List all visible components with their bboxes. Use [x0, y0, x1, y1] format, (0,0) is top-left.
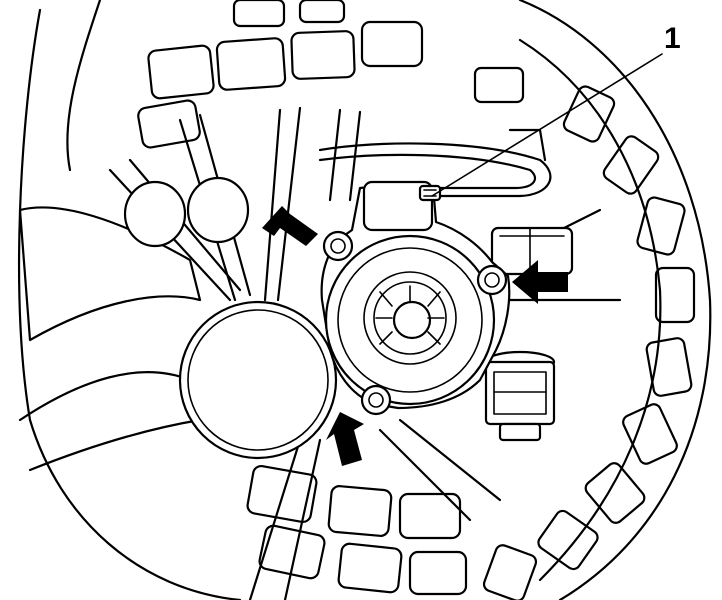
bolt-right [476, 264, 508, 296]
bolt-upper-left [322, 230, 354, 262]
callout-leader-1 [431, 53, 663, 197]
wire-loop [318, 142, 552, 198]
arrow-upper-left [262, 206, 318, 246]
housing-right-rim-inner [518, 38, 662, 582]
arrow-lower [326, 412, 364, 466]
lower-right-sensor [484, 350, 556, 442]
clutch-fork-lower [18, 371, 202, 472]
callout-label-1: 1 [664, 22, 681, 55]
pipe-pair [123, 176, 250, 248]
top-rib-pockets [137, 0, 525, 149]
arrow-right [512, 260, 568, 304]
wire-loop-inner [318, 153, 537, 190]
slave-cylinder [320, 180, 511, 410]
housing-outer-rim [17, 8, 242, 600]
hydraulic-port [362, 180, 434, 232]
mounting-bolts [322, 230, 508, 416]
bottom-rib-pockets [246, 464, 468, 596]
housing-inner-rim [66, 0, 102, 172]
indicator-arrows [262, 206, 568, 466]
right-rib-pockets [482, 85, 696, 600]
clutch-fork-body [18, 206, 202, 342]
bolt-lower [360, 384, 392, 416]
housing-right-rim [518, 0, 712, 600]
input-shaft-hub [178, 300, 338, 460]
